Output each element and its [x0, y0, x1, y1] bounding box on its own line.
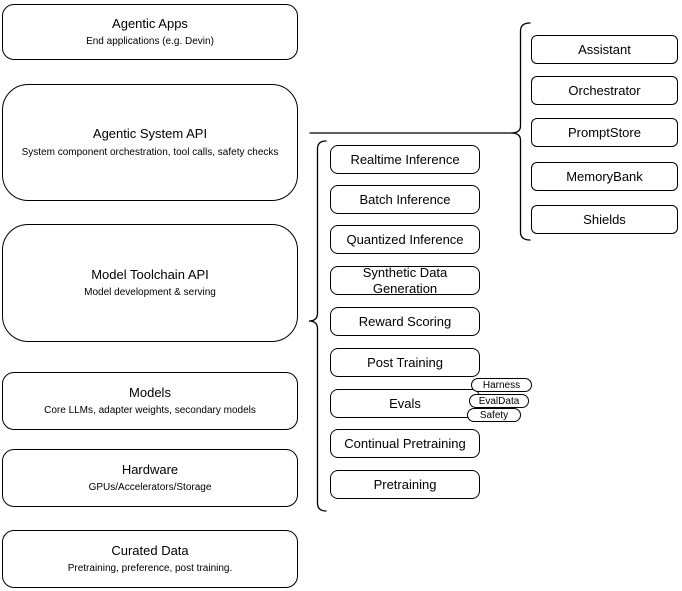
box-agentic-system-api: Agentic System API System component orch… [2, 84, 298, 201]
box-reward-scoring: Reward Scoring [330, 307, 480, 336]
box-batch-inference: Batch Inference [330, 185, 480, 214]
box-shields: Shields [531, 205, 678, 234]
box-continual-pretraining: Continual Pretraining [330, 429, 480, 458]
box-orchestrator: Orchestrator [531, 76, 678, 105]
box-memorybank: MemoryBank [531, 162, 678, 191]
box-evals: Evals [330, 389, 480, 418]
system-components-brace [510, 22, 531, 241]
box-synthetic-data-generation: Synthetic Data Generation [330, 265, 480, 296]
box-assistant: Assistant [531, 35, 678, 64]
box-title: Agentic Apps [112, 15, 188, 31]
tag-harness: Harness [471, 378, 532, 392]
box-models: Models Core LLMs, adapter weights, secon… [2, 372, 298, 430]
box-subtitle: GPUs/Accelerators/Storage [88, 482, 212, 494]
box-curated-data: Curated Data Pretraining, preference, po… [2, 530, 298, 588]
box-quantized-inference: Quantized Inference [330, 225, 480, 254]
box-title: Hardware [121, 461, 179, 477]
toolchain-brace [308, 140, 327, 512]
tag-evaldata: EvalData [469, 394, 529, 408]
box-subtitle: End applications (e.g. Devin) [86, 36, 214, 48]
box-title: Models [129, 384, 171, 400]
box-realtime-inference: Realtime Inference [330, 145, 480, 174]
box-agentic-apps: Agentic Apps End applications (e.g. Devi… [2, 4, 298, 60]
box-subtitle: Core LLMs, adapter weights, secondary mo… [44, 405, 256, 417]
box-post-training: Post Training [330, 348, 480, 377]
box-title: Agentic System API [92, 126, 208, 142]
box-subtitle: Pretraining, preference, post training. [67, 563, 233, 575]
box-subtitle: System component orchestration, tool cal… [21, 146, 279, 158]
box-title: Model Toolchain API [91, 266, 209, 282]
tag-safety: Safety [467, 408, 521, 422]
box-promptstore: PromptStore [531, 118, 678, 147]
box-subtitle: Model development & serving [84, 287, 216, 299]
box-pretraining: Pretraining [330, 470, 480, 499]
box-model-toolchain-api: Model Toolchain API Model development & … [2, 224, 298, 342]
box-title: Curated Data [111, 542, 189, 558]
box-hardware: Hardware GPUs/Accelerators/Storage [2, 449, 298, 507]
